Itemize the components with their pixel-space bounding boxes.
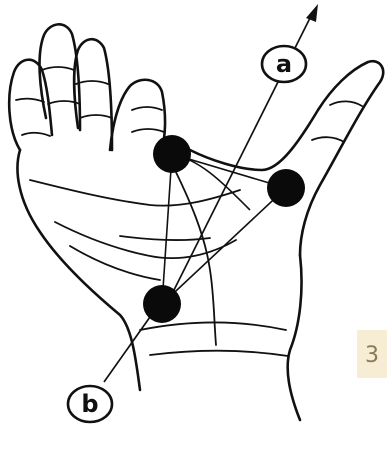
palm-creases	[30, 160, 240, 345]
hand-outline	[9, 24, 383, 420]
point-wrist	[143, 285, 181, 323]
label-b: b	[68, 386, 112, 422]
point-thumb-base	[267, 169, 305, 207]
point-connections	[162, 154, 286, 304]
margin-fragment-text: 3	[365, 343, 379, 368]
axis-a-arrowhead	[306, 4, 318, 22]
label-a: a	[262, 46, 306, 82]
point-index-base	[153, 135, 191, 173]
label-a-text: a	[276, 50, 292, 78]
label-b-text: b	[81, 390, 98, 418]
margin-fragment: 3	[357, 330, 387, 378]
